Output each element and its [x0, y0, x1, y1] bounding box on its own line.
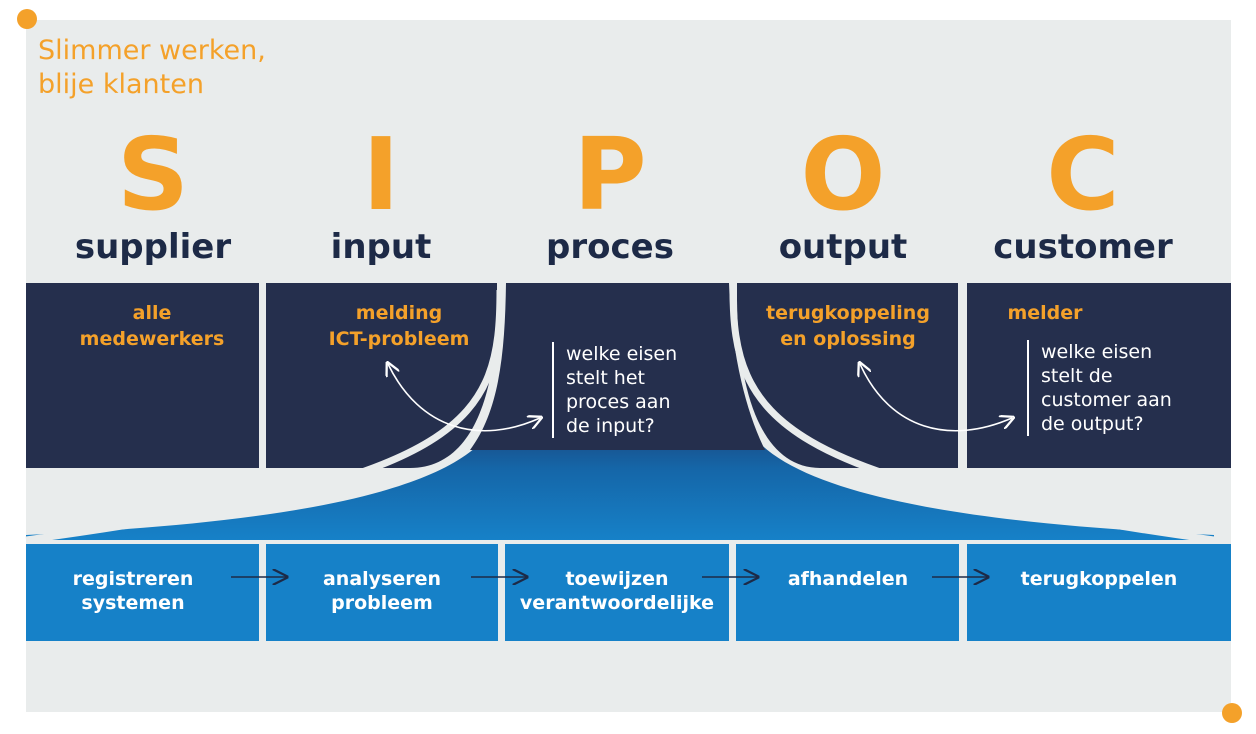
step-4-line-1: afhandelen — [787, 568, 909, 590]
step-box-2 — [266, 544, 498, 641]
customer-question-line-2: stelt de — [1041, 365, 1113, 387]
funnel-glow — [26, 410, 1214, 540]
supplier-box-line-1: alle — [132, 302, 172, 324]
letter-c: C — [1046, 116, 1120, 233]
decorative-dot-bottom-right — [1222, 703, 1242, 723]
step-3-line-1: toewijzen — [565, 568, 669, 590]
letter-o: O — [800, 116, 886, 233]
step-box-3 — [505, 544, 729, 641]
customer-question-line-4: de output? — [1041, 413, 1144, 435]
customer-box-line-1: melder — [1007, 302, 1083, 324]
funnel-edge-left — [25, 289, 504, 544]
step-analyseren: analyseren probleem — [282, 567, 482, 615]
customer-question-line-3: customer aan — [1041, 389, 1172, 411]
step-terugkoppelen: terugkoppelen — [999, 567, 1199, 591]
letter-i: I — [362, 116, 400, 233]
input-box-label: melding ICT-probleem — [289, 300, 509, 352]
step-2-line-1: analyseren — [322, 568, 442, 590]
tagline-line-2: blije klanten — [38, 69, 204, 100]
input-box-line-1: melding — [355, 302, 443, 324]
curved-arrow-input-proces — [388, 364, 540, 432]
step-1-line-2: systemen — [81, 592, 185, 614]
letter-p: P — [573, 116, 647, 233]
customer-box-label: melder — [965, 300, 1125, 326]
box-supplier — [26, 283, 259, 468]
proces-question: welke eisen stelt het proces aan de inpu… — [552, 342, 677, 438]
proces-question-line-2: stelt het — [566, 367, 645, 389]
proces-question-line-1: welke eisen — [566, 343, 678, 365]
step-5-line-1: terugkoppelen — [1020, 568, 1178, 590]
customer-question: welke eisen stelt de customer aan de out… — [1027, 340, 1172, 436]
column-title-input: input — [330, 227, 432, 267]
column-title-proces: proces — [546, 227, 674, 267]
proces-question-line-3: proces aan — [566, 391, 671, 413]
proces-question-line-4: de input? — [566, 415, 655, 437]
step-toewijzen: toewijzen verantwoordelijke — [507, 567, 727, 615]
tagline: Slimmer werken, blije klanten — [38, 34, 266, 102]
column-title-customer: customer — [993, 227, 1173, 267]
step-box-5 — [967, 544, 1231, 641]
column-title-output: output — [778, 227, 908, 267]
step-3-line-2: verantwoordelijke — [519, 592, 715, 614]
supplier-box-label: alle medewerkers — [42, 300, 262, 352]
step-registreren: registreren systemen — [33, 567, 233, 615]
tagline-line-1: Slimmer werken, — [38, 35, 266, 66]
step-2-line-2: probleem — [331, 592, 433, 614]
supplier-box-line-2: medewerkers — [79, 328, 225, 350]
step-box-1 — [26, 544, 259, 641]
output-box-label: terugkoppeling en oplossing — [738, 300, 958, 352]
step-box-4 — [736, 544, 959, 641]
step-1-line-1: registreren — [72, 568, 194, 590]
decorative-dot-top-left — [17, 9, 37, 29]
funnel-edge-right — [729, 289, 1215, 544]
output-box-line-1: terugkoppeling — [766, 302, 930, 324]
curved-arrow-output-customer — [860, 364, 1012, 432]
customer-question-line-1: welke eisen — [1041, 341, 1153, 363]
column-title-supplier: supplier — [74, 227, 232, 267]
step-afhandelen: afhandelen — [748, 567, 948, 591]
input-box-line-2: ICT-probleem — [328, 328, 470, 350]
letter-s: S — [116, 116, 190, 233]
output-box-line-2: en oplossing — [780, 328, 916, 350]
